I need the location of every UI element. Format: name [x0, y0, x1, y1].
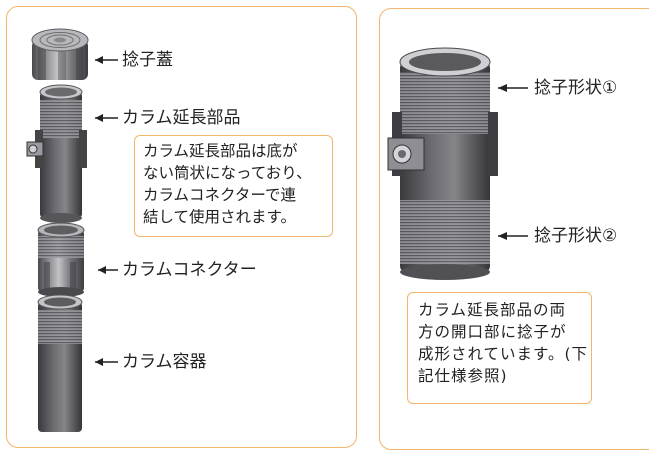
extension-label: カラム延長部品: [122, 108, 241, 128]
column-connector-illustration: [37, 222, 85, 297]
extension-note: カラム延長部品は底が ない筒状になっており、 カラムコネクターで連 結して使用さ…: [134, 135, 333, 237]
note-line: 記仕様参照): [418, 367, 508, 385]
thread1-label: 捻子形状①: [534, 78, 618, 98]
container-label: カラム容器: [122, 352, 207, 372]
note-line: カラム延長部品の両: [418, 301, 567, 319]
screw-cap-illustration: [31, 28, 89, 80]
thread-note: カラム延長部品の両 方の開口部に捻子が 成形されています。(下 記仕様参照): [407, 292, 592, 404]
thread2-label: 捻子形状②: [534, 226, 618, 246]
extension-large-illustration: [387, 47, 498, 280]
note-line: 成形されています。(下: [418, 345, 589, 363]
connector-label: カラムコネクター: [122, 260, 257, 280]
note-line: カラム延長部品は底が: [143, 142, 298, 160]
note-line: 結して使用されます。: [143, 208, 296, 226]
illustration-canvas: [26, 28, 528, 432]
cap-label: 捻子蓋: [122, 50, 173, 70]
note-line: カラムコネクターで連: [143, 186, 296, 204]
column-container-illustration: [37, 294, 83, 432]
column-extension-illustration: [26, 84, 87, 223]
note-line: ない筒状になっており、: [143, 164, 312, 182]
note-line: 方の開口部に捻子が: [418, 323, 567, 341]
